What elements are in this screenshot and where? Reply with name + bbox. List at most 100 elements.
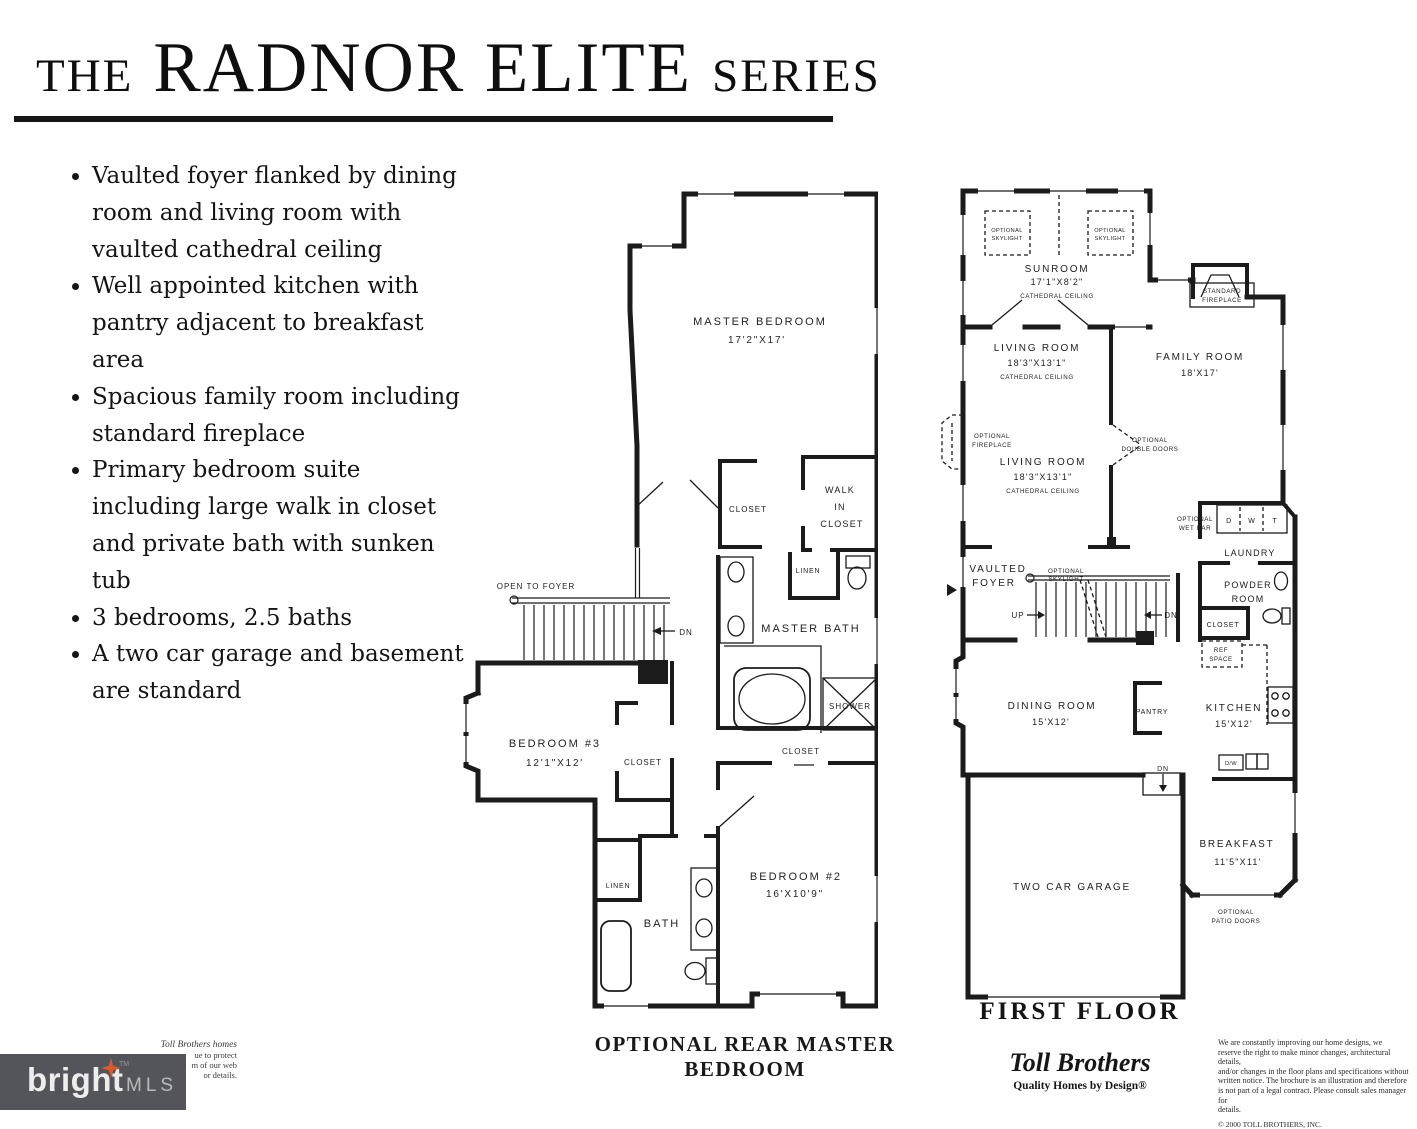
linen-label: LINEN bbox=[796, 568, 821, 575]
stove-icon bbox=[1267, 686, 1294, 724]
room-label-laundry: LAUNDRY bbox=[1224, 548, 1275, 558]
fineprint-line: ue to protect bbox=[194, 1050, 237, 1060]
bath-tub-icon bbox=[600, 920, 632, 992]
shower-label: SHOWER bbox=[829, 702, 871, 711]
feature-list: Vaulted foyer flanked by dining room and… bbox=[58, 158, 474, 710]
room-note-living-room: CATHEDRAL CEILING bbox=[1006, 488, 1079, 495]
dishwasher-box bbox=[1218, 754, 1244, 771]
shower-icon bbox=[822, 677, 878, 731]
title-underline bbox=[14, 116, 833, 122]
room-dims-kitchen: 15'X12' bbox=[1215, 719, 1253, 729]
appliance-boxes-dwt bbox=[1216, 504, 1288, 534]
disclaimer-line: is not part of a legal contract. Please … bbox=[1218, 1085, 1407, 1105]
room-dims-bedroom2: 16'X10'9" bbox=[766, 889, 824, 900]
walk-in-closet-label: CLOSET bbox=[820, 519, 863, 529]
closet-label: CLOSET bbox=[1207, 622, 1240, 629]
disclaimer-line: reserve the right to make minor changes,… bbox=[1218, 1047, 1391, 1067]
dn-arrow-icon bbox=[1144, 611, 1151, 619]
fineprint-line: Toll Brothers homes bbox=[160, 1040, 237, 1050]
title-series: SERIES bbox=[712, 50, 881, 102]
first-floor-walls bbox=[941, 187, 1299, 1001]
optional-patio-doors-label: PATIO DOORS bbox=[1212, 918, 1261, 925]
ref-space-label: REF bbox=[1214, 647, 1228, 654]
open-to-foyer-label: OPEN TO FOYER bbox=[497, 582, 576, 591]
room-label-garage: TWO CAR GARAGE bbox=[1013, 882, 1131, 893]
toll-brothers-logo: Toll Brothers bbox=[1009, 1048, 1151, 1077]
room-dims-living-room: 18'3"X13'1" bbox=[1013, 472, 1072, 482]
room-label-kitchen: KITCHEN bbox=[1206, 703, 1263, 714]
second-floor-caption: OPTIONAL REAR MASTER BEDROOM bbox=[594, 1032, 896, 1081]
first-floor-caption: FIRST FLOOR bbox=[979, 998, 1181, 1025]
room-label-master-bath: MASTER BATH bbox=[761, 623, 860, 635]
staircase-second-floor bbox=[509, 595, 675, 684]
optional-patio-doors-label: OPTIONAL bbox=[1218, 909, 1254, 916]
room-label-sunroom: SUNROOM bbox=[1025, 264, 1090, 275]
pantry-label: PANTRY bbox=[1136, 709, 1169, 716]
window-icons bbox=[462, 190, 878, 1010]
room-dims-sunroom: 17'1"X8'2" bbox=[1031, 277, 1084, 287]
room-label-living-room: LIVING ROOM bbox=[994, 343, 1080, 354]
dn-label: DN bbox=[1164, 611, 1178, 620]
feature-item: A two car garage and basement are standa… bbox=[92, 636, 474, 710]
optional-fireplace-label: OPTIONAL bbox=[974, 433, 1010, 440]
skylight-icons bbox=[984, 210, 1134, 256]
fineprint-line: or details. bbox=[203, 1070, 237, 1080]
feature-item: Spacious family room including standard … bbox=[92, 379, 474, 453]
optional-double-doors-label: OPTIONAL bbox=[1132, 437, 1168, 444]
optional-wet-bar-label: OPTIONAL bbox=[1177, 516, 1213, 523]
floor-plan-first-floor: OPTIONAL SKYLIGHT OPTIONAL SKYLIGHT SUNR… bbox=[941, 187, 1299, 1001]
room-label-living-room: LIVING ROOM bbox=[1000, 457, 1086, 468]
feature-item: Well appointed kitchen with pantry adjac… bbox=[92, 268, 474, 378]
page-title: THE RADNOR ELITE SERIES bbox=[36, 28, 881, 109]
staircase-first-floor bbox=[1025, 573, 1170, 645]
dn-label: DN bbox=[1157, 766, 1169, 773]
first-floor-fixtures bbox=[1218, 571, 1294, 771]
floor-plan-second-floor: OPEN TO FOYER DN MASTER BEDROOM 17'2"X17… bbox=[462, 190, 878, 1010]
room-label-family-room: FAMILY ROOM bbox=[1156, 352, 1244, 363]
room-label-master-bedroom: MASTER BEDROOM bbox=[693, 316, 827, 328]
vaulted-foyer-label: FOYER bbox=[972, 578, 1015, 589]
room-label-powder-room: ROOM bbox=[1232, 594, 1265, 604]
disclaimer-line: and/or changes in the floor plans and sp… bbox=[1218, 1066, 1409, 1076]
walk-in-closet-label: WALK bbox=[825, 485, 855, 495]
sunken-tub-icon bbox=[724, 645, 822, 733]
room-label-bedroom3: BEDROOM #3 bbox=[509, 738, 601, 750]
sparkle-star-icon bbox=[101, 1058, 121, 1078]
room-note-sunroom: CATHEDRAL CEILING bbox=[1020, 293, 1093, 300]
dn-arrow-icon bbox=[652, 627, 661, 635]
room-dims-family-room: 18'X17' bbox=[1181, 368, 1219, 378]
optional-fireplace-label: FIREPLACE bbox=[972, 442, 1012, 449]
toilet-icon bbox=[845, 555, 871, 590]
feature-item: 3 bedrooms, 2.5 baths bbox=[92, 600, 474, 637]
disclaimer-line: written notice. The brochure is an illus… bbox=[1218, 1076, 1407, 1086]
room-dims-master-bedroom: 17'2"X17' bbox=[728, 335, 786, 346]
optional-double-doors-label: DOUBLE DOORS bbox=[1121, 446, 1178, 453]
copyright-line: © 2000 TOLL BROTHERS, INC. bbox=[1218, 1119, 1322, 1129]
closet-label: CLOSET bbox=[782, 747, 820, 756]
room-label-bath: BATH bbox=[644, 918, 681, 930]
room-dims-bedroom3: 12'1"X12' bbox=[526, 758, 584, 769]
mls-wordmark: MLS bbox=[126, 1075, 178, 1096]
optional-wet-bar-label: WET BAR bbox=[1179, 525, 1211, 532]
first-floor-labels: OPTIONAL SKYLIGHT OPTIONAL SKYLIGHT SUNR… bbox=[969, 228, 1277, 925]
stair-newel-block bbox=[1136, 631, 1154, 645]
fireplace-label: FIREPLACE bbox=[1202, 297, 1242, 304]
down-arrow-icon bbox=[1159, 785, 1167, 792]
title-main: RADNOR ELITE bbox=[153, 29, 693, 107]
room-label-breakfast: BREAKFAST bbox=[1199, 839, 1274, 850]
room-label-bedroom2: BEDROOM #2 bbox=[750, 871, 842, 883]
bright-mls-logo: bright TM MLS bbox=[0, 1054, 186, 1110]
room-label-powder-room: POWDER bbox=[1224, 580, 1272, 590]
room-note-living-room: CATHEDRAL CEILING bbox=[1000, 374, 1073, 381]
skylight-label: SKYLIGHT bbox=[992, 236, 1023, 242]
room-dims-dining-room: 15'X12' bbox=[1032, 717, 1070, 727]
appliance-letter: T bbox=[1272, 518, 1277, 525]
feature-item: Primary bedroom suite including large wa… bbox=[92, 452, 474, 599]
closet-label: CLOSET bbox=[624, 758, 662, 767]
fineprint-line: m of our web bbox=[191, 1060, 237, 1070]
dn-label: DN bbox=[679, 628, 693, 637]
toll-brothers-tagline: Quality Homes by Design® bbox=[1013, 1080, 1147, 1092]
fireplace-label: STANDARD bbox=[1203, 288, 1241, 295]
skylight-label: OPTIONAL bbox=[1094, 228, 1126, 234]
